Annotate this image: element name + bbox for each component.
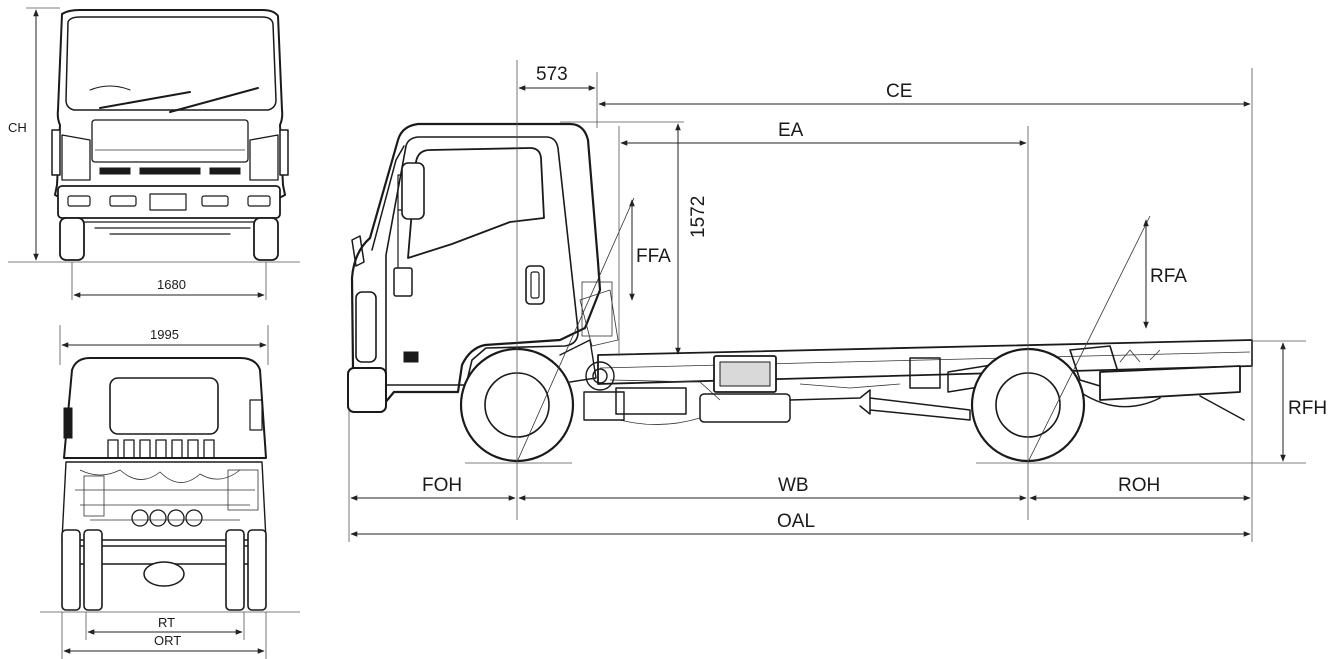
front-track-label: 1680: [157, 277, 186, 292]
overall-length-label: OAL: [777, 511, 815, 532]
rear-overhang-label: ROH: [1118, 475, 1160, 496]
rear-outer-track-label: ORT: [154, 633, 181, 648]
wheelbase-label: WB: [778, 475, 809, 496]
front-height-label: CH: [8, 120, 27, 135]
cab-to-axle-offset-label: 573: [536, 64, 568, 85]
effective-axle-label: EA: [778, 120, 804, 141]
front-frame-angle-label: FFA: [636, 246, 671, 267]
side-view: 573 CE EA 1572 FFA RFA RFH FOH WB ROH OA…: [347, 60, 1327, 542]
rear-frame-angle-label: RFA: [1150, 266, 1187, 287]
rear-overall-width-label: 1995: [150, 327, 179, 342]
front-overhang-label: FOH: [422, 475, 462, 496]
cab-height-label: 1572: [688, 196, 709, 238]
front-view: CH 1680: [8, 7, 300, 300]
cab-end-label: CE: [886, 81, 912, 102]
rear-track-label: RT: [158, 615, 175, 630]
rear-frame-height-label: RFH: [1288, 398, 1327, 419]
rear-view: 1995: [40, 325, 300, 659]
